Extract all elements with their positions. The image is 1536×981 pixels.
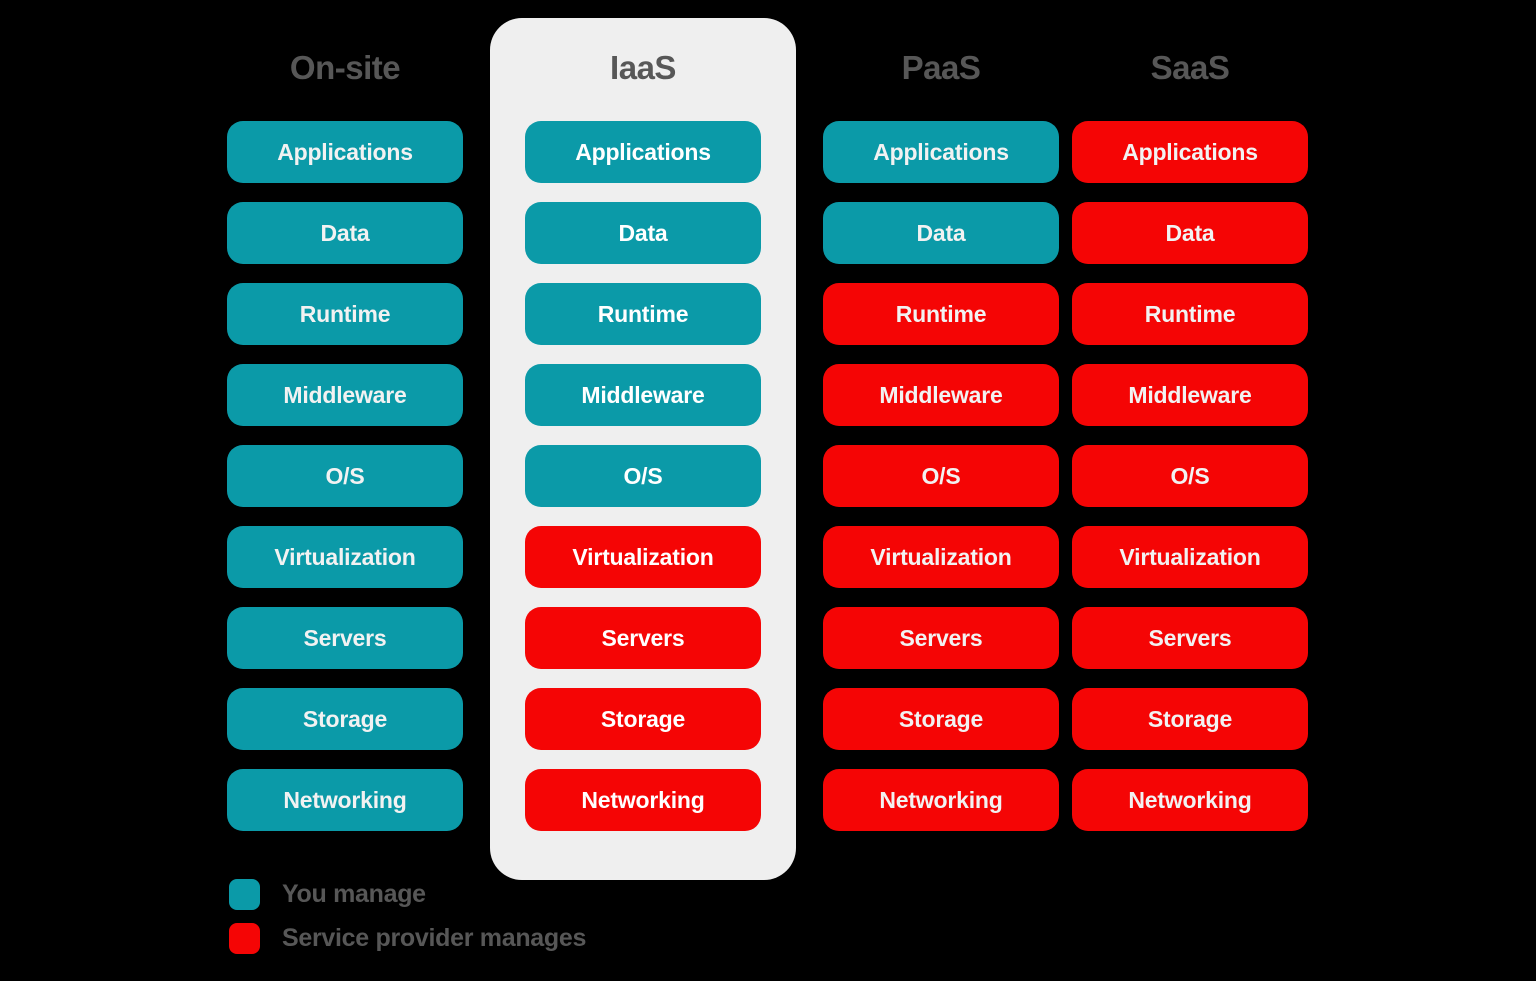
layer-row[interactable]: Virtualization bbox=[823, 526, 1059, 588]
layer-row[interactable]: Servers bbox=[823, 607, 1059, 669]
layer-row[interactable]: Applications bbox=[227, 121, 463, 183]
layer-row[interactable]: Virtualization bbox=[525, 526, 761, 588]
layer-stack-saas: Applications Data Runtime Middleware O/S… bbox=[1072, 121, 1308, 831]
layer-row[interactable]: Storage bbox=[525, 688, 761, 750]
layer-row[interactable]: Servers bbox=[1072, 607, 1308, 669]
layer-row[interactable]: Data bbox=[823, 202, 1059, 264]
column-header-on-site: On-site bbox=[289, 49, 401, 86]
layer-row[interactable]: Networking bbox=[525, 769, 761, 831]
layer-row[interactable]: Data bbox=[227, 202, 463, 264]
layer-row[interactable]: Applications bbox=[823, 121, 1059, 183]
layer-stack-on-site: Applications Data Runtime Middleware O/S… bbox=[227, 121, 463, 831]
legend-label-you-manage: You manage bbox=[282, 879, 426, 908]
layer-row[interactable]: Runtime bbox=[823, 283, 1059, 345]
layer-row[interactable]: Runtime bbox=[227, 283, 463, 345]
layer-row[interactable]: Runtime bbox=[525, 283, 761, 345]
layer-row[interactable]: Middleware bbox=[1072, 364, 1308, 426]
layer-row[interactable]: Data bbox=[1072, 202, 1308, 264]
layer-stack-paas: Applications Data Runtime Middleware O/S… bbox=[823, 121, 1059, 831]
layer-row[interactable]: O/S bbox=[823, 445, 1059, 507]
layer-row[interactable]: Data bbox=[525, 202, 761, 264]
column-header-iaas: IaaS bbox=[610, 49, 676, 86]
layer-row[interactable]: Virtualization bbox=[1072, 526, 1308, 588]
legend-item-you-manage: You manage bbox=[229, 872, 929, 916]
column-header-saas: SaaS bbox=[1150, 49, 1230, 86]
legend: You manage Service provider manages bbox=[229, 872, 929, 960]
layer-row[interactable]: Applications bbox=[1072, 121, 1308, 183]
layer-row[interactable]: Storage bbox=[227, 688, 463, 750]
layer-row[interactable]: O/S bbox=[525, 445, 761, 507]
layer-row[interactable]: Storage bbox=[1072, 688, 1308, 750]
layer-row[interactable]: Runtime bbox=[1072, 283, 1308, 345]
layer-row[interactable]: Applications bbox=[525, 121, 761, 183]
layer-stack-iaas: Applications Data Runtime Middleware O/S… bbox=[525, 121, 761, 831]
column-header-paas: PaaS bbox=[901, 49, 981, 86]
layer-row[interactable]: Networking bbox=[227, 769, 463, 831]
layer-row[interactable]: Networking bbox=[823, 769, 1059, 831]
layer-row[interactable]: Middleware bbox=[823, 364, 1059, 426]
layer-row[interactable]: Virtualization bbox=[227, 526, 463, 588]
legend-swatch-you-manage bbox=[229, 878, 260, 910]
layer-row[interactable]: Middleware bbox=[525, 364, 761, 426]
layer-row[interactable]: O/S bbox=[227, 445, 463, 507]
layer-row[interactable]: Servers bbox=[525, 607, 761, 669]
legend-swatch-service-provider-manages bbox=[229, 922, 260, 954]
legend-item-service-provider-manages: Service provider manages bbox=[229, 916, 929, 960]
layer-row[interactable]: Networking bbox=[1072, 769, 1308, 831]
layer-row[interactable]: O/S bbox=[1072, 445, 1308, 507]
legend-label-service-provider-manages: Service provider manages bbox=[282, 923, 587, 952]
layer-row[interactable]: Servers bbox=[227, 607, 463, 669]
layer-row[interactable]: Middleware bbox=[227, 364, 463, 426]
layer-row[interactable]: Storage bbox=[823, 688, 1059, 750]
